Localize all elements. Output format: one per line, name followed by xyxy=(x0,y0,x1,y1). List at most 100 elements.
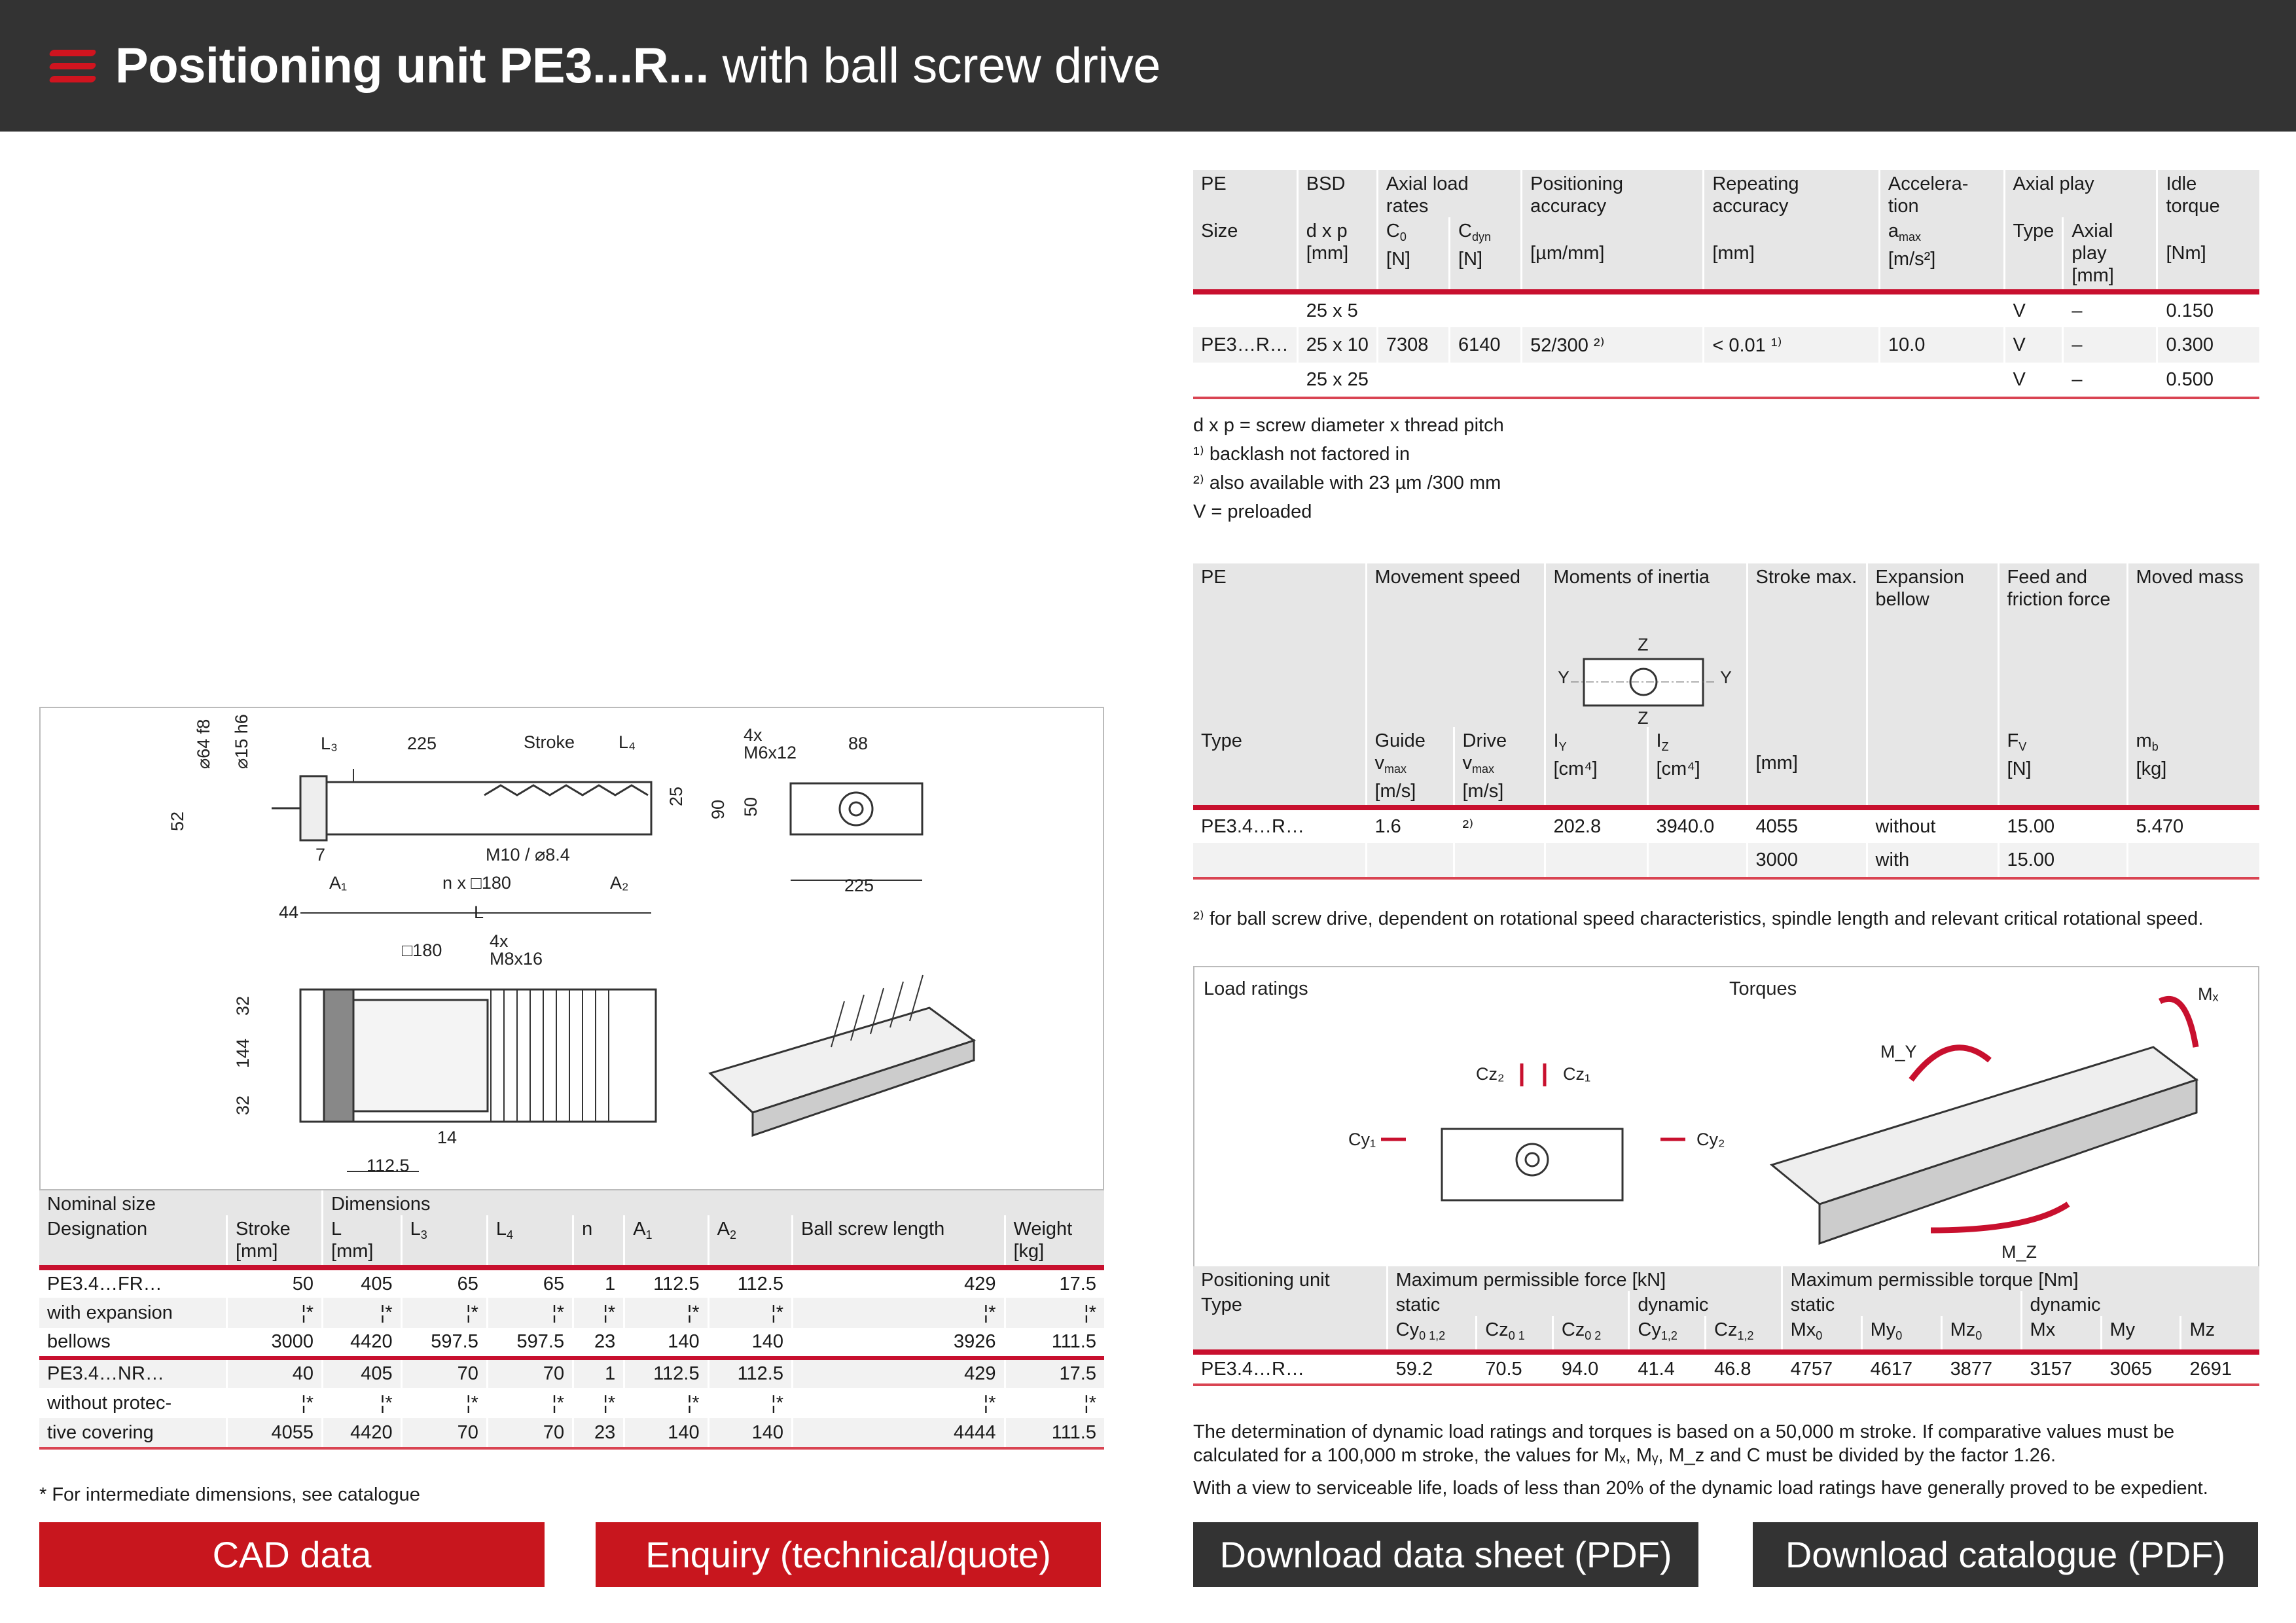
group-header: PE xyxy=(1193,170,1298,217)
column-header: [mm] xyxy=(1702,217,1880,294)
table-cell: 3000 xyxy=(1746,843,1867,880)
column-header: amax[m/s²] xyxy=(1878,217,2005,294)
table-cell xyxy=(1452,843,1545,880)
table-cell: 0.150 xyxy=(2156,292,2259,327)
column-header: Type xyxy=(2003,217,2063,294)
table-cell: 41.4 xyxy=(1628,1352,1706,1386)
page-title: Positioning unit PE3...R... with ball sc… xyxy=(115,38,1161,94)
table-cell: 4055 xyxy=(1746,808,1867,843)
column-label: I xyxy=(1656,730,1662,751)
enquiry-button[interactable]: Enquiry (technical/quote) xyxy=(596,1522,1101,1587)
column-subscript: 0 xyxy=(1975,1329,1982,1342)
column-label: L xyxy=(331,1219,342,1240)
table-cell: ¦* xyxy=(225,1298,323,1328)
table-cell: PE3.4…R… xyxy=(1201,815,1304,837)
table-cell xyxy=(1702,292,1880,327)
table-cell: bellows xyxy=(39,1328,227,1360)
table-cell: ¦* xyxy=(400,1298,488,1328)
table-cell: ¦* xyxy=(623,1388,709,1418)
column-unit: [kg] xyxy=(1013,1241,1045,1262)
column-unit: [mm] xyxy=(1712,243,1755,264)
column-label: C xyxy=(1386,221,1400,241)
table-cell: ¦* xyxy=(572,1388,624,1418)
load-ratings-diagram xyxy=(1193,966,2259,1267)
column-label: F xyxy=(2007,730,2019,751)
table-cell: 2691 xyxy=(2179,1352,2259,1386)
column-unit: [cm⁴] xyxy=(1656,758,1700,779)
table-cell: PE3…R… xyxy=(1193,327,1298,363)
group-header: Idle torque xyxy=(2156,170,2259,217)
column-label: Guide xyxy=(1374,730,1426,751)
table-cell: 3940.0 xyxy=(1646,808,1748,843)
table-cell: with expansion xyxy=(39,1298,227,1328)
dimensions-note: * For intermediate dimensions, see catal… xyxy=(39,1484,420,1505)
table-cell: 4757 xyxy=(1780,1352,1862,1386)
table-cell: 4055 xyxy=(225,1418,323,1450)
column-header: Designation xyxy=(39,1215,227,1270)
table-cell: 202.8 xyxy=(1543,808,1647,843)
table-cell: ¦* xyxy=(321,1388,402,1418)
table-cell: 4420 xyxy=(321,1328,402,1360)
cad-data-button[interactable]: CAD data xyxy=(39,1522,545,1587)
column-header: [Nm] xyxy=(2156,217,2259,294)
subgroup-header: Type xyxy=(1193,1291,1388,1316)
table-cell: V xyxy=(2003,327,2063,363)
table-cell: ¦* xyxy=(225,1388,323,1418)
column-header: n xyxy=(572,1215,624,1270)
column-label: d x p xyxy=(1306,221,1348,241)
column-subscript: Z xyxy=(1661,740,1669,753)
table-cell: 4444 xyxy=(791,1418,1005,1450)
column-header: IY[cm⁴] xyxy=(1543,727,1647,810)
table-cell xyxy=(1376,292,1450,327)
table-cell: ¦* xyxy=(572,1298,624,1328)
table-cell: – xyxy=(2062,292,2157,327)
table-cell: ¦* xyxy=(486,1388,573,1418)
download-catalogue-button[interactable]: Download catalogue (PDF) xyxy=(1753,1522,2258,1587)
group-header: Feed and friction force xyxy=(1997,563,2128,727)
table-cell: 3157 xyxy=(2020,1352,2101,1386)
table-cell: 59.2 xyxy=(1386,1352,1477,1386)
column-header: Mx xyxy=(2020,1316,2101,1355)
column-header: L3 xyxy=(400,1215,488,1270)
table-cell: ¦* xyxy=(400,1388,488,1418)
table-cell xyxy=(1193,843,1366,880)
table-cell xyxy=(1365,843,1454,880)
table-cell: 15.00 xyxy=(1997,843,2128,880)
column-label: a xyxy=(1888,221,1899,241)
column-subscript: Y xyxy=(1558,740,1567,753)
table-cell: 1 xyxy=(572,1268,624,1298)
column-header: [µm/mm] xyxy=(1520,217,1704,294)
table-cell: 6140 xyxy=(1448,327,1522,363)
column-label: My xyxy=(2109,1319,2136,1340)
table-cell: ¦* xyxy=(791,1388,1005,1418)
table-cell: without protec- xyxy=(47,1392,172,1414)
table-cell: tive covering xyxy=(39,1418,227,1450)
download-datasheet-button[interactable]: Download data sheet (PDF) xyxy=(1193,1522,1698,1587)
group-header: Moments of inertia xyxy=(1543,563,1748,727)
column-header: Size xyxy=(1193,217,1298,294)
column-header: Cz1,2 xyxy=(1704,1316,1782,1355)
table-cell: ²⁾ xyxy=(1452,808,1545,843)
column-subscript: 0 1,2 xyxy=(1419,1329,1446,1342)
table-cell xyxy=(1520,363,1704,399)
table-cell: with xyxy=(1865,843,1999,880)
table-cell: 17.5 xyxy=(1003,1268,1104,1298)
column-unit: [m/s] xyxy=(1462,781,1504,802)
footnote: ¹⁾ backlash not factored in xyxy=(1193,444,1410,465)
column-label: Cz xyxy=(1561,1319,1585,1340)
column-header: A1 xyxy=(623,1215,709,1270)
table-cell xyxy=(1543,843,1647,880)
column-header: L4 xyxy=(486,1215,573,1270)
column-label: Designation xyxy=(47,1219,148,1240)
table-cell: 0.300 xyxy=(2156,327,2259,363)
column-symbol: v xyxy=(1462,753,1473,774)
column-header: Cz0 2 xyxy=(1551,1316,1629,1355)
table-cell: PE3.4…NR… xyxy=(39,1358,227,1388)
column-label: Type xyxy=(2013,221,2054,241)
table-cell: 140 xyxy=(707,1328,793,1360)
column-header: Weight[kg] xyxy=(1003,1215,1104,1270)
table-cell: 140 xyxy=(707,1418,793,1450)
